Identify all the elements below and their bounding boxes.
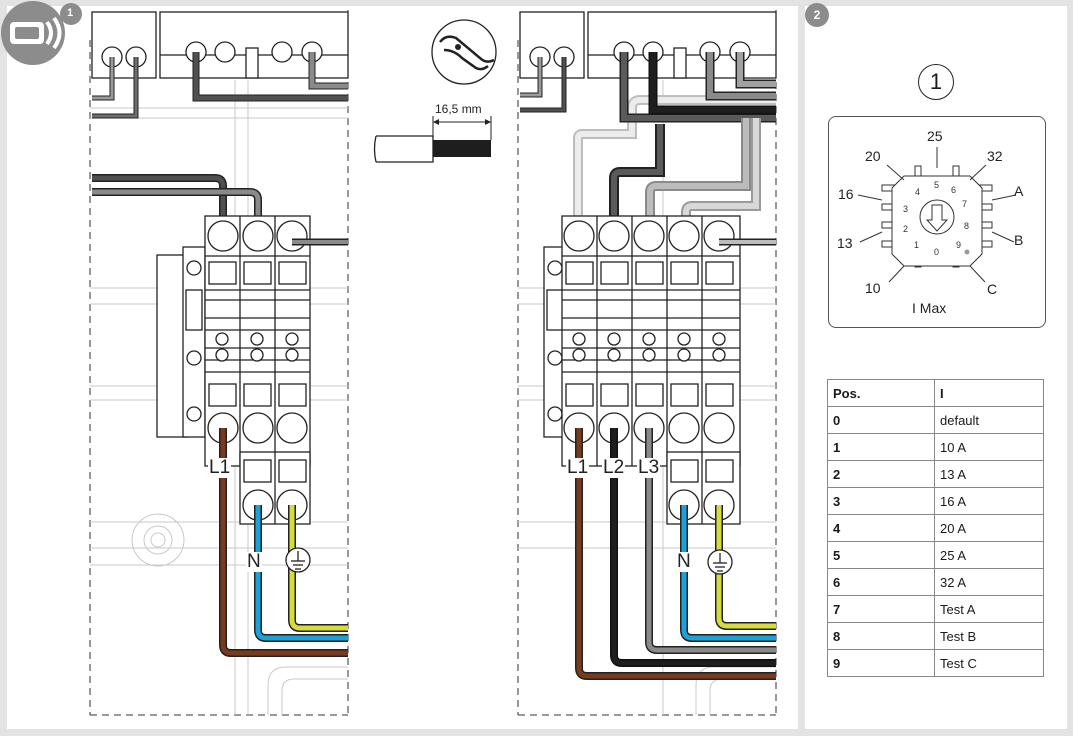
row-value: 13 A bbox=[934, 460, 1044, 488]
right-label-l1: L1 bbox=[566, 457, 590, 478]
dial-label-13: 13 bbox=[837, 235, 853, 251]
step1-badge bbox=[1, 1, 82, 65]
dial-digit-5: 5 bbox=[934, 180, 940, 190]
left-wiring-diagram bbox=[89, 10, 349, 716]
dial-digit-9: 9 bbox=[956, 240, 962, 250]
step1-number: 1 bbox=[67, 7, 74, 19]
dial-label-a: A bbox=[1014, 183, 1024, 199]
stripping-illustration bbox=[373, 19, 497, 163]
dial-digit-0: 0 bbox=[934, 247, 940, 257]
dial-label-b: B bbox=[1014, 232, 1024, 248]
row-value: Test B bbox=[934, 622, 1044, 650]
row-pos: 2 bbox=[827, 460, 935, 488]
row-value: Test C bbox=[934, 649, 1044, 677]
row-value: Test A bbox=[934, 595, 1044, 623]
row-value: 25 A bbox=[934, 541, 1044, 569]
row-pos: 7 bbox=[827, 595, 935, 623]
header-pos: Pos. bbox=[827, 379, 935, 407]
row-pos: 6 bbox=[827, 568, 935, 596]
dial-label-16: 16 bbox=[838, 186, 854, 202]
dial-label-25: 25 bbox=[927, 128, 943, 144]
row-value: 32 A bbox=[934, 568, 1044, 596]
right-label-l2: L2 bbox=[602, 457, 626, 478]
right-label-l3: L3 bbox=[637, 457, 661, 478]
row-value: 20 A bbox=[934, 514, 1044, 542]
dial-index: 1 bbox=[918, 64, 954, 100]
dial-digit-3: 3 bbox=[903, 204, 909, 214]
step2-number: 2 bbox=[813, 8, 821, 22]
right-label-n: N bbox=[676, 551, 692, 572]
dial-digit-6: 6 bbox=[951, 185, 957, 195]
dial-label-20: 20 bbox=[865, 148, 881, 164]
dial-label-c: C bbox=[987, 281, 998, 297]
table-header-row: Pos. I bbox=[827, 379, 1044, 407]
row-pos: 1 bbox=[827, 433, 935, 461]
row-pos: 9 bbox=[827, 649, 935, 677]
dial-caption: I Max bbox=[912, 300, 947, 316]
dial-digit-4: 4 bbox=[915, 187, 921, 197]
strip-length-label: 16,5 mm bbox=[435, 102, 482, 116]
dial-label-32: 32 bbox=[987, 148, 1003, 164]
row-pos: 4 bbox=[827, 514, 935, 542]
dial-digit-7: 7 bbox=[962, 199, 968, 209]
left-label-l1: L1 bbox=[208, 457, 232, 478]
dial-digit-8: 8 bbox=[964, 221, 970, 231]
dial-label-10: 10 bbox=[865, 280, 881, 296]
dial-digit-1: 1 bbox=[914, 240, 920, 250]
header-value: I bbox=[934, 379, 1044, 407]
left-label-n: N bbox=[246, 551, 262, 572]
row-pos: 3 bbox=[827, 487, 935, 515]
dial-box bbox=[828, 116, 1046, 328]
row-pos: 0 bbox=[827, 406, 935, 434]
row-value: 16 A bbox=[934, 487, 1044, 515]
right-wiring-diagram bbox=[517, 10, 777, 716]
row-value: default bbox=[934, 406, 1044, 434]
dial-digit-2: 2 bbox=[903, 224, 909, 234]
step2-badge: 2 bbox=[805, 3, 829, 27]
row-value: 10 A bbox=[934, 433, 1044, 461]
row-pos: 8 bbox=[827, 622, 935, 650]
row-pos: 5 bbox=[827, 541, 935, 569]
